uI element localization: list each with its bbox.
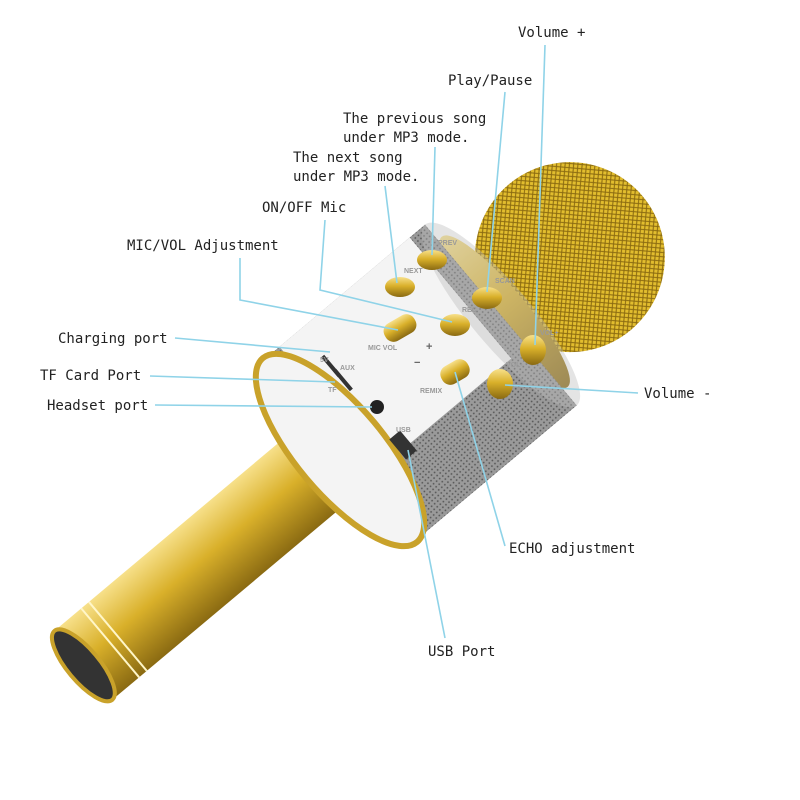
device-label-5v: 5V xyxy=(320,357,329,364)
label-volume-minus: Volume - xyxy=(644,386,711,402)
device-label-tf: TF xyxy=(328,387,337,394)
device-label-next: NEXT xyxy=(404,268,423,275)
device-label-remix: REMIX xyxy=(420,388,443,395)
label-usb-port: USB Port xyxy=(428,644,495,660)
tf-slot xyxy=(333,368,353,392)
label-play-pause: Play/Pause xyxy=(448,73,532,89)
device-label-scan: SCAN xyxy=(495,278,515,285)
label-tf-card-port: TF Card Port xyxy=(40,368,141,384)
label-previous-song-line2: under MP3 mode. xyxy=(343,130,469,146)
headset-jack xyxy=(370,400,384,414)
device-label-rec: REC xyxy=(462,307,477,314)
device-label-plus: + xyxy=(426,341,432,353)
device-label-mic-vol: MIC VOL xyxy=(368,345,398,352)
label-headset-port: Headset port xyxy=(47,398,148,414)
prev-button[interactable] xyxy=(417,250,447,270)
rec-button[interactable] xyxy=(440,314,470,336)
label-next-song-line1: The next song xyxy=(293,150,403,166)
label-previous-song-line1: The previous song xyxy=(343,111,486,127)
buttons xyxy=(321,250,546,460)
label-echo: ECHO adjustment xyxy=(509,541,635,557)
leader-lines xyxy=(149,44,639,639)
device-label-vol-minus: VOL- xyxy=(506,362,523,369)
device-labels: PREV NEXT SCAN REC MIC VOL + − REMIX VOL… xyxy=(320,240,558,434)
front-face xyxy=(252,350,428,550)
label-mic-vol: MIC/VOL Adjustment xyxy=(127,238,279,254)
device-label-aux: AUX xyxy=(340,365,355,372)
device-label-usb: USB xyxy=(396,427,411,434)
label-next-song-line2: under MP3 mode. xyxy=(293,169,419,185)
next-button[interactable] xyxy=(385,277,415,297)
play-pause-button[interactable] xyxy=(472,287,502,309)
device-label-minus: − xyxy=(414,357,420,369)
microphone xyxy=(49,162,665,704)
usb-slot xyxy=(389,430,417,460)
device-label-vol-plus: VOL+ xyxy=(540,330,558,337)
mic-vol-slider[interactable] xyxy=(380,311,419,345)
label-volume-plus: Volume + xyxy=(518,25,585,41)
handle-end-cap xyxy=(49,627,117,704)
volume-plus-button[interactable] xyxy=(520,335,546,365)
device-label-prev: PREV xyxy=(438,240,457,247)
label-on-off-mic: ON/OFF Mic xyxy=(262,200,346,216)
label-charging-port: Charging port xyxy=(58,331,168,347)
volume-minus-button[interactable] xyxy=(487,369,513,399)
handle xyxy=(54,412,373,700)
